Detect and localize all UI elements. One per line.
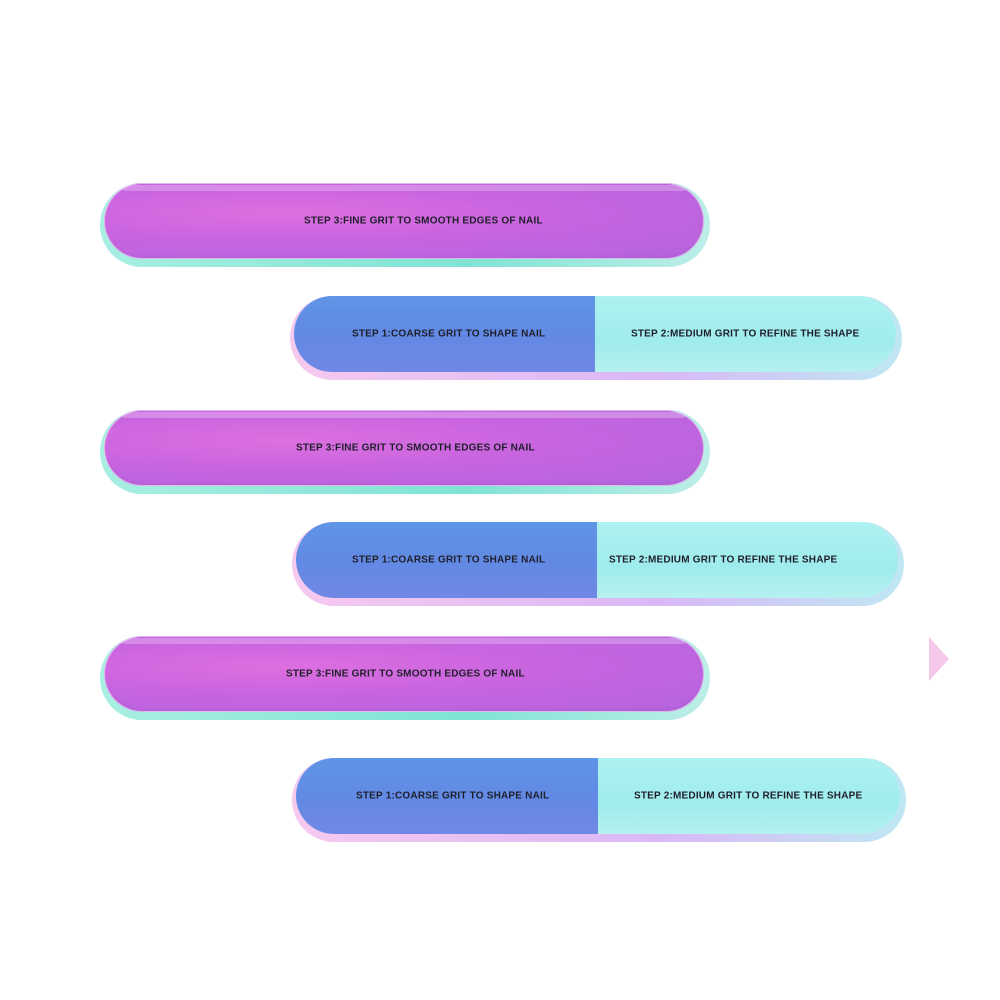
step3-label: STEP 3:FINE GRIT TO SMOOTH EDGES OF NAIL xyxy=(296,442,535,454)
bevel xyxy=(122,412,686,418)
coarse-grit-segment: STEP 1:COARSE GRIT TO SHAPE NAIL xyxy=(296,522,597,598)
nail-file-blue-cyan-2: STEP 1:COARSE GRIT TO SHAPE NAIL STEP 2:… xyxy=(292,522,904,606)
nail-file-pink-1: STEP 3:FINE GRIT TO SMOOTH EDGES OF NAIL xyxy=(100,183,710,267)
nail-file-blue-cyan-3: STEP 1:COARSE GRIT TO SHAPE NAIL STEP 2:… xyxy=(292,758,906,842)
step1-label: STEP 1:COARSE GRIT TO SHAPE NAIL xyxy=(352,554,546,566)
fine-grit-face: STEP 3:FINE GRIT TO SMOOTH EDGES OF NAIL xyxy=(104,183,704,259)
nail-file-blue-cyan-1: STEP 1:COARSE GRIT TO SHAPE NAIL STEP 2:… xyxy=(290,296,902,380)
step1-label: STEP 1:COARSE GRIT TO SHAPE NAIL xyxy=(352,328,546,340)
fine-grit-face: STEP 3:FINE GRIT TO SMOOTH EDGES OF NAIL xyxy=(104,410,704,486)
nail-file-pink-2: STEP 3:FINE GRIT TO SMOOTH EDGES OF NAIL xyxy=(100,410,710,494)
medium-grit-segment: STEP 2:MEDIUM GRIT TO REFINE THE SHAPE xyxy=(597,522,898,598)
pink-edge-fragment xyxy=(929,637,949,681)
coarse-grit-segment: STEP 1:COARSE GRIT TO SHAPE NAIL xyxy=(294,296,595,372)
step1-label: STEP 1:COARSE GRIT TO SHAPE NAIL xyxy=(356,790,550,802)
fine-grit-face: STEP 3:FINE GRIT TO SMOOTH EDGES OF NAIL xyxy=(104,636,704,712)
coarse-grit-segment: STEP 1:COARSE GRIT TO SHAPE NAIL xyxy=(296,758,598,834)
coarse-medium-face: STEP 1:COARSE GRIT TO SHAPE NAIL STEP 2:… xyxy=(296,758,900,834)
coarse-medium-face: STEP 1:COARSE GRIT TO SHAPE NAIL STEP 2:… xyxy=(296,522,898,598)
bevel xyxy=(122,185,686,191)
step2-label: STEP 2:MEDIUM GRIT TO REFINE THE SHAPE xyxy=(634,790,863,802)
step2-label: STEP 2:MEDIUM GRIT TO REFINE THE SHAPE xyxy=(609,554,838,566)
medium-grit-segment: STEP 2:MEDIUM GRIT TO REFINE THE SHAPE xyxy=(595,296,896,372)
medium-grit-segment: STEP 2:MEDIUM GRIT TO REFINE THE SHAPE xyxy=(598,758,900,834)
bevel xyxy=(122,638,686,644)
step3-label: STEP 3:FINE GRIT TO SMOOTH EDGES OF NAIL xyxy=(286,668,525,680)
step3-label: STEP 3:FINE GRIT TO SMOOTH EDGES OF NAIL xyxy=(304,215,543,227)
coarse-medium-face: STEP 1:COARSE GRIT TO SHAPE NAIL STEP 2:… xyxy=(294,296,896,372)
step2-label: STEP 2:MEDIUM GRIT TO REFINE THE SHAPE xyxy=(631,328,860,340)
nail-file-pink-3: STEP 3:FINE GRIT TO SMOOTH EDGES OF NAIL xyxy=(100,636,710,720)
